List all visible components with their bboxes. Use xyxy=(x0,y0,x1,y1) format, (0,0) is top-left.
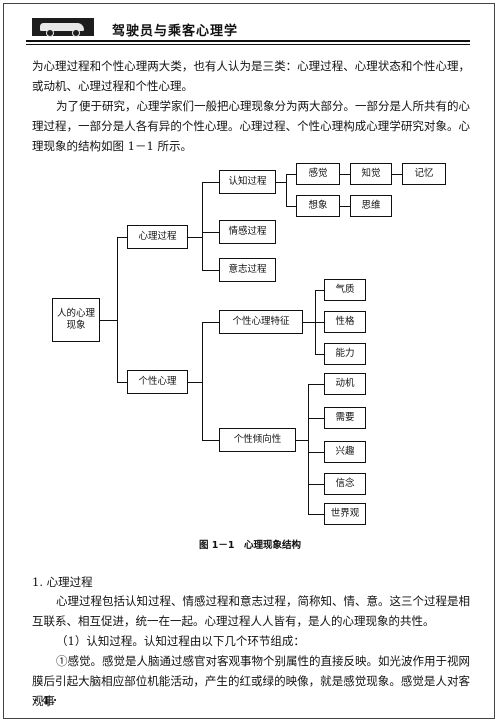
book-title: 驾驶员与乘客心理学 xyxy=(112,24,239,39)
page-number: · 4 · xyxy=(34,694,57,707)
car-logo-icon xyxy=(32,18,94,37)
header-rule xyxy=(26,40,470,42)
page-frame xyxy=(3,3,495,719)
page-header: 驾驶员与乘客心理学 xyxy=(26,14,470,45)
figure-caption: 图 1－1 心理现象结构 xyxy=(198,540,302,551)
section-heading: 1. 心理过程 xyxy=(32,575,93,589)
paragraph-2: 为了便于研究，心理学家们一般把心理现象分为两大部分。一部分是人所共有的心理过程，… xyxy=(32,99,470,153)
paragraph-5: ①感觉。感觉是人脑通过感官对客观事物个别属性的直接反映。如光波作用于视网膜后引起… xyxy=(32,654,470,708)
paragraph-3: 心理过程包括认知过程、情感过程和意志过程，简称知、情、意。这三个过程是相互联系、… xyxy=(32,594,470,628)
paragraph-4: （1）认知过程。认知过程由以下几个环节组成： xyxy=(56,634,305,648)
header-rule-thin xyxy=(26,44,470,45)
paragraph-1: 为心理过程和个性心理两大类，也有人认为是三类：心理过程、心理状态和个性心理，或动… xyxy=(32,59,470,93)
